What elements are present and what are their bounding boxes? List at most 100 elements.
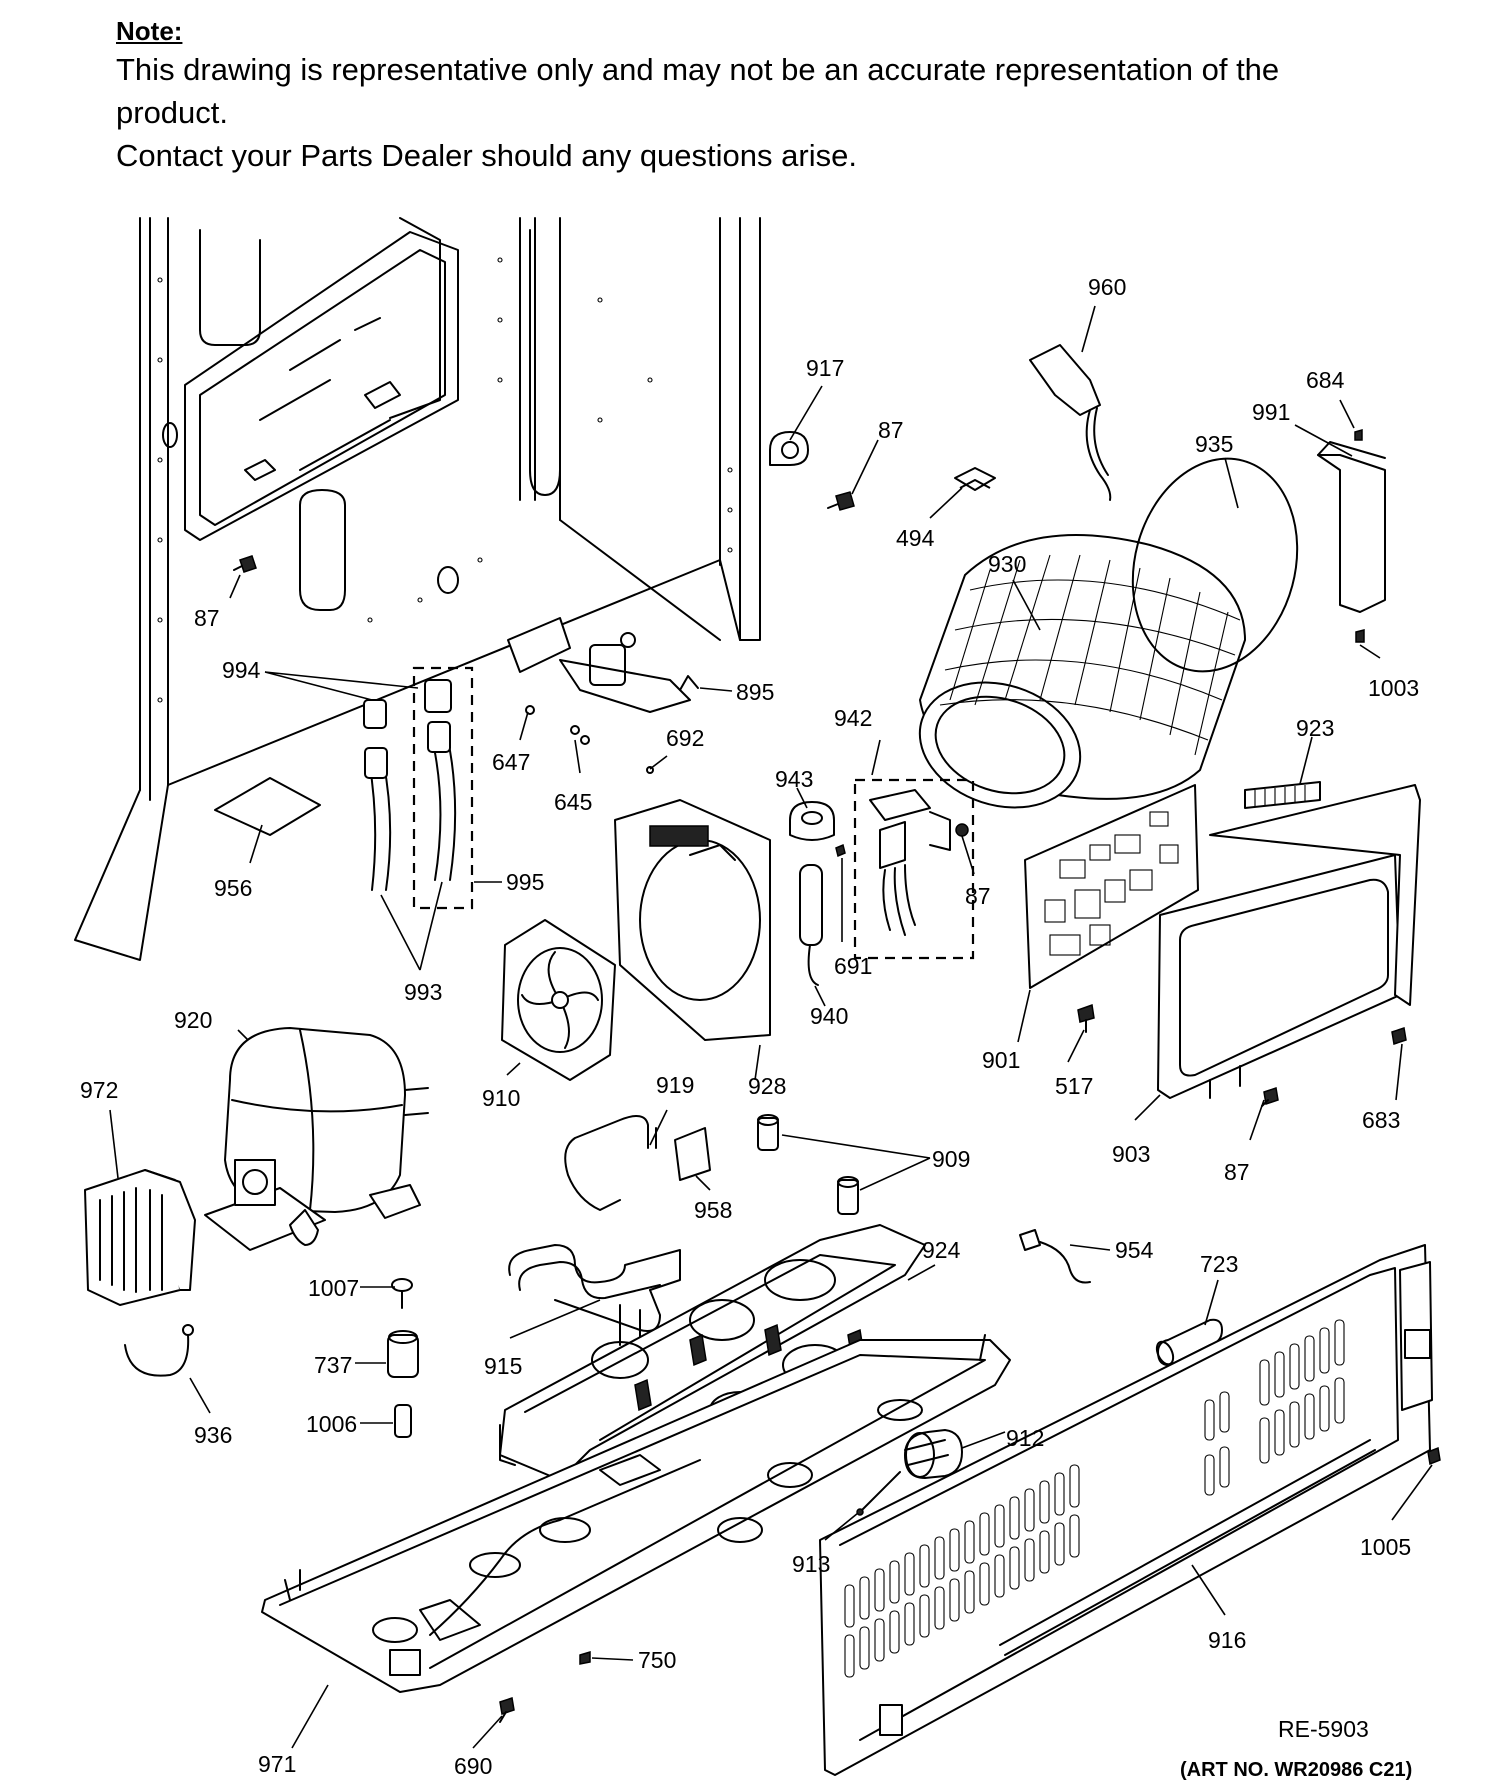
- callout-494: 494: [896, 525, 935, 551]
- bracket-991: [1317, 441, 1386, 613]
- callout-956: 956: [214, 875, 252, 901]
- plug-909-b: [837, 1176, 859, 1215]
- callout-903: 903: [1112, 1141, 1150, 1167]
- screw-691: [835, 843, 846, 858]
- callout-692: 692: [666, 725, 704, 751]
- screw-683: [1391, 1027, 1407, 1045]
- callout-901: 901: [982, 1047, 1020, 1073]
- callout-910: 910: [482, 1085, 520, 1111]
- callout-920: 920: [174, 1007, 212, 1033]
- harness-954: [1019, 1229, 1091, 1284]
- callout-991: 991: [1252, 399, 1290, 425]
- plug-909-a: [757, 1114, 779, 1151]
- clip-494: [954, 467, 996, 491]
- callout-943: 943: [775, 766, 813, 792]
- capacitor-940: [799, 864, 823, 986]
- callout-972: 972: [80, 1077, 118, 1103]
- note-line-3: Contact your Parts Dealer should any que…: [116, 138, 857, 173]
- fan-motor-912: [904, 1429, 963, 1479]
- callout-971: 971: [258, 1751, 296, 1777]
- control-board-901: [1024, 784, 1199, 989]
- disc-935: [1131, 457, 1299, 673]
- callout-labels: 960 917 87 684 991 935 494 930 87 1003 9…: [80, 274, 1419, 1779]
- spacer-1006: [394, 1404, 412, 1438]
- callout-993: 993: [404, 979, 442, 1005]
- callout-517: 517: [1055, 1073, 1093, 1099]
- pad-956: [214, 777, 321, 836]
- relay-942: [853, 778, 975, 960]
- power-cord-960: [1029, 344, 1112, 501]
- callout-684: 684: [1306, 367, 1345, 393]
- screw-684: [1354, 429, 1363, 441]
- screw-87-coil: [955, 823, 969, 837]
- screw-517: [1077, 1003, 1095, 1033]
- screw-750: [579, 1650, 591, 1665]
- callout-954: 954: [1115, 1237, 1154, 1263]
- callout-683: 683: [1362, 1107, 1400, 1133]
- cap-943: [789, 801, 835, 841]
- callout-994: 994: [222, 657, 261, 683]
- cabinet-back: [74, 217, 761, 961]
- fan-910: [501, 919, 616, 1081]
- screw-1007: [391, 1278, 413, 1309]
- note-line-1: This drawing is representative only and …: [116, 52, 1280, 87]
- wire-936: [124, 1324, 194, 1377]
- note-line-2: product.: [116, 95, 229, 130]
- screw-690: [499, 1697, 515, 1723]
- callout-87-d: 87: [1224, 1159, 1250, 1185]
- callout-923: 923: [1296, 715, 1334, 741]
- base-pan-971: [261, 1334, 1011, 1693]
- note-heading: Note:: [116, 16, 183, 46]
- callout-1003: 1003: [1368, 675, 1419, 701]
- condenser-coil-930: [918, 534, 1246, 809]
- callout-87-a: 87: [878, 417, 904, 443]
- callout-924: 924: [922, 1237, 961, 1263]
- callout-936: 936: [194, 1422, 232, 1448]
- callout-915: 915: [484, 1353, 522, 1379]
- callout-913: 913: [792, 1551, 830, 1577]
- leader-lines: [109, 305, 1433, 1749]
- callout-995: 995: [506, 869, 544, 895]
- callout-912: 912: [1006, 1425, 1044, 1451]
- callout-958: 958: [694, 1197, 732, 1223]
- callout-942: 942: [834, 705, 872, 731]
- pad-958: [674, 1127, 711, 1181]
- callout-1006: 1006: [306, 1411, 357, 1437]
- screw-87-top: [827, 491, 855, 511]
- screw-87-upper: [233, 555, 257, 573]
- callout-737: 737: [314, 1352, 352, 1378]
- fan-shroud-928: [614, 799, 771, 1041]
- callout-750: 750: [638, 1647, 676, 1673]
- callout-916: 916: [1208, 1627, 1246, 1653]
- harness-923: [1244, 781, 1321, 809]
- callout-935: 935: [1195, 431, 1233, 457]
- valve-assembly-895: [507, 617, 699, 774]
- callout-1007: 1007: [308, 1275, 359, 1301]
- screw-1003: [1355, 629, 1365, 643]
- callout-691: 691: [834, 953, 872, 979]
- clamp-917: [769, 431, 809, 466]
- callout-1005: 1005: [1360, 1534, 1411, 1560]
- callout-895: 895: [736, 679, 774, 705]
- callout-917: 917: [806, 355, 844, 381]
- screw-87-cover: [1261, 1087, 1279, 1107]
- cover-903: [1157, 784, 1421, 1099]
- callout-960: 960: [1088, 274, 1126, 300]
- grille-916: [819, 1244, 1433, 1776]
- callout-645: 645: [554, 789, 592, 815]
- callout-723: 723: [1200, 1251, 1238, 1277]
- callout-647: 647: [492, 749, 530, 775]
- bushing-737: [387, 1330, 419, 1378]
- tube-919: [564, 1115, 657, 1211]
- note-block: Note: This drawing is representative onl…: [116, 14, 1456, 177]
- shaft-913: [856, 1471, 901, 1516]
- callout-87-c: 87: [965, 883, 991, 909]
- callout-909: 909: [932, 1146, 970, 1172]
- compressor-920: [204, 1027, 429, 1251]
- drain-tubes: [363, 666, 474, 910]
- relay-box-972: [84, 1169, 196, 1306]
- callout-928: 928: [748, 1073, 786, 1099]
- callout-919: 919: [656, 1072, 694, 1098]
- callout-930: 930: [988, 551, 1026, 577]
